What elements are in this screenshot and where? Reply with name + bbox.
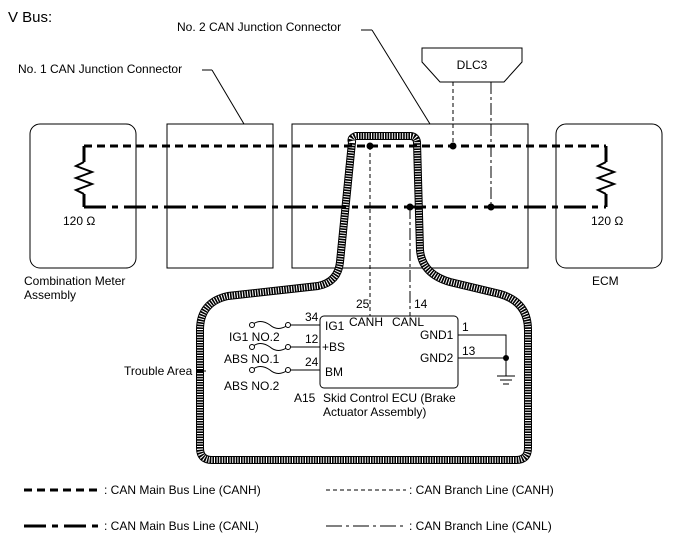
canh-pin-label: CANH [349,315,383,329]
legend-main-canh-label: : CAN Main Bus Line (CANH) [104,483,261,497]
gnd1-pin-label: GND1 [420,328,454,342]
abs2-fuse-label: ABS NO.2 [224,379,280,393]
no1-junction-connector-box [166,123,274,269]
bm-pin-number: 24 [305,355,319,369]
abs2-fuse-symbol [251,366,289,374]
left-resistor-label: 120 Ω [63,214,95,228]
legend-main-canl-label: : CAN Main Bus Line (CANL) [104,519,259,533]
canl-pin-number: 14 [414,297,428,311]
ig1-fuse-terminal-left [249,322,255,328]
right-resistor-zigzag [595,161,617,195]
ecu-name-line1: Skid Control ECU (Brake [323,391,456,405]
canl-pin-label: CANL [392,315,424,329]
combination-meter-box [29,123,137,269]
skid-control-ecu-box [319,315,459,389]
gnd1-wire [458,334,507,358]
abs1-fuse-terminal-left [249,344,255,350]
ecu-code: A15 [294,391,316,405]
bs-pin-label: +BS [322,340,345,354]
ecu-canh-junction [366,142,374,150]
abs1-fuse-label: ABS NO.1 [224,352,280,366]
trouble-area-hatch [197,133,531,463]
no2-connector-label: No. 2 CAN Junction Connector [177,20,341,34]
ecm-box [555,123,663,269]
no2-junction-connector-box [291,123,529,269]
left-resistor-zigzag [73,161,95,195]
ig1-fuse-terminal-right [285,322,291,328]
trouble-area-label: Trouble Area [124,364,193,378]
abs1-fuse-symbol [251,343,289,351]
canh-pin-number: 25 [356,297,370,311]
diagram-title: V Bus: [8,9,52,26]
legend-branch-canl-label: : CAN Branch Line (CANL) [409,519,552,533]
gnd2-pin-number: 13 [462,344,476,358]
abs2-fuse-terminal-left [249,367,255,373]
gnd1-pin-number: 1 [462,320,469,334]
abs2-fuse-terminal-right [285,367,291,373]
gnd2-pin-label: GND2 [420,351,454,365]
ig1-fuse-label: IG1 NO.2 [229,330,280,344]
no1-connector-label: No. 1 CAN Junction Connector [18,62,182,76]
ig1-pin-label: IG1 [325,319,345,333]
combination-meter-label-2: Assembly [24,288,76,302]
ecm-label: ECM [592,274,619,288]
no2-leader [371,29,431,125]
combination-meter-label-1: Combination Meter [24,274,125,288]
ecu-name-line2: Actuator Assembly) [323,405,426,419]
dlc3-canl-junction [487,203,495,211]
ig1-pin-number: 34 [305,310,319,324]
dlc3-canh-junction [449,142,457,150]
abs1-fuse-terminal-right [285,344,291,350]
bs-pin-number: 12 [305,332,319,346]
legend-branch-canh-label: : CAN Branch Line (CANH) [409,483,554,497]
dlc3-connector [421,47,523,83]
right-resistor-label: 120 Ω [591,214,623,228]
ecu-canl-junction [406,203,414,211]
no1-leader [211,69,245,125]
dlc3-label: DLC3 [457,58,488,72]
bm-pin-label: BM [325,365,343,379]
ig1-fuse-symbol [251,321,289,329]
